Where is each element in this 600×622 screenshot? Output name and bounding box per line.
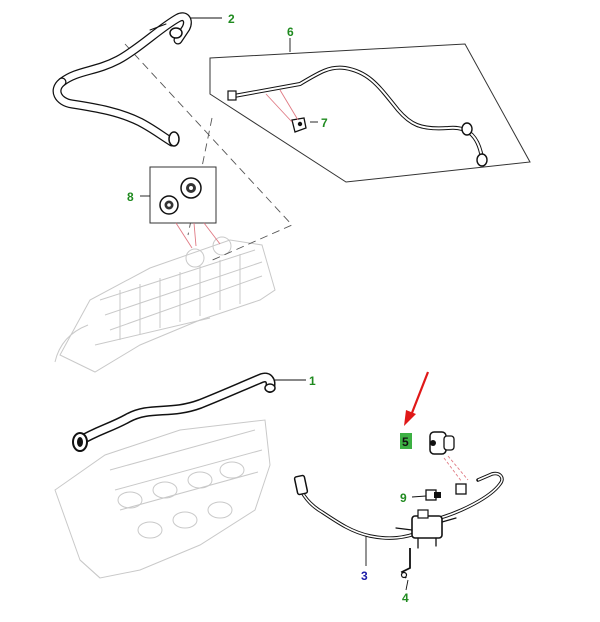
lower-engine-block-ghost — [54, 419, 271, 579]
part-5-leader-lines — [443, 455, 469, 483]
callout-7: 7 — [321, 116, 328, 130]
purge-valve[interactable] — [429, 431, 455, 455]
connector[interactable] — [425, 483, 467, 501]
callout-6: 6 — [287, 25, 294, 39]
callout-2: 2 — [228, 12, 235, 26]
callout-9: 9 — [400, 491, 407, 505]
breather-hose-lower[interactable] — [72, 372, 276, 452]
part-7-leader-lines — [265, 89, 299, 123]
hose-assembly[interactable] — [293, 471, 504, 549]
breather-hose-upper[interactable] — [52, 12, 192, 147]
callout-4: 4 — [402, 591, 409, 605]
breather-caps[interactable] — [159, 177, 202, 215]
callout-5-highlight — [400, 433, 412, 449]
part-6-detail-frame — [209, 43, 531, 183]
callout-8: 8 — [127, 190, 134, 204]
clip[interactable] — [291, 117, 307, 133]
bracket[interactable] — [400, 548, 411, 579]
callout-3: 3 — [361, 569, 368, 583]
red-arrow — [404, 371, 430, 426]
callout-1: 1 — [309, 374, 316, 388]
part-8-leader-lines — [175, 222, 221, 249]
vent-tube[interactable] — [227, 65, 488, 167]
callout-leaders — [140, 17, 427, 591]
callout-5: 5 — [402, 435, 409, 449]
upper-intake-manifold-ghost — [54, 236, 276, 373]
callout-labels: 2 6 7 8 1 5 9 3 4 — [127, 12, 412, 605]
